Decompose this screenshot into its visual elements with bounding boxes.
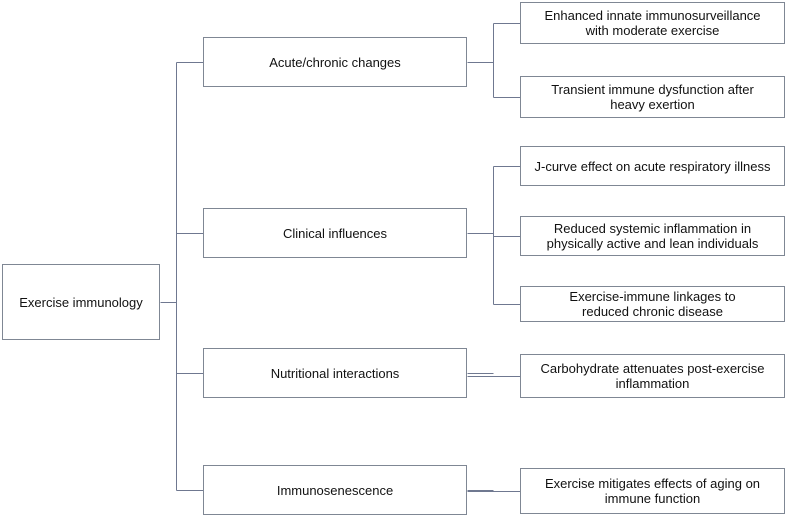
leaf-transient-immune-dysfunction: Transient immune dysfunction after heavy… xyxy=(520,76,785,118)
leaf-reduced-systemic-inflammation: Reduced systemic inflammation in physica… xyxy=(520,216,785,256)
leaf-chronic-disease-linkages: Exercise-immune linkages to reduced chro… xyxy=(520,286,785,322)
leaf-innate-immunosurveillance: Enhanced innate immunosurveillance with … xyxy=(520,2,785,44)
root-node: Exercise immunology xyxy=(2,264,160,340)
leaf-carbohydrate-inflammation: Carbohydrate attenuates post-exercise in… xyxy=(520,354,785,398)
category-acute-chronic-changes: Acute/chronic changes xyxy=(203,37,467,87)
category-nutritional-interactions: Nutritional interactions xyxy=(203,348,467,398)
category-clinical-influences: Clinical influences xyxy=(203,208,467,258)
leaf-aging-immune-function: Exercise mitigates effects of aging on i… xyxy=(520,468,785,514)
leaf-j-curve-effect: J-curve effect on acute respiratory illn… xyxy=(520,146,785,186)
category-immunosenescence: Immunosenescence xyxy=(203,465,467,515)
